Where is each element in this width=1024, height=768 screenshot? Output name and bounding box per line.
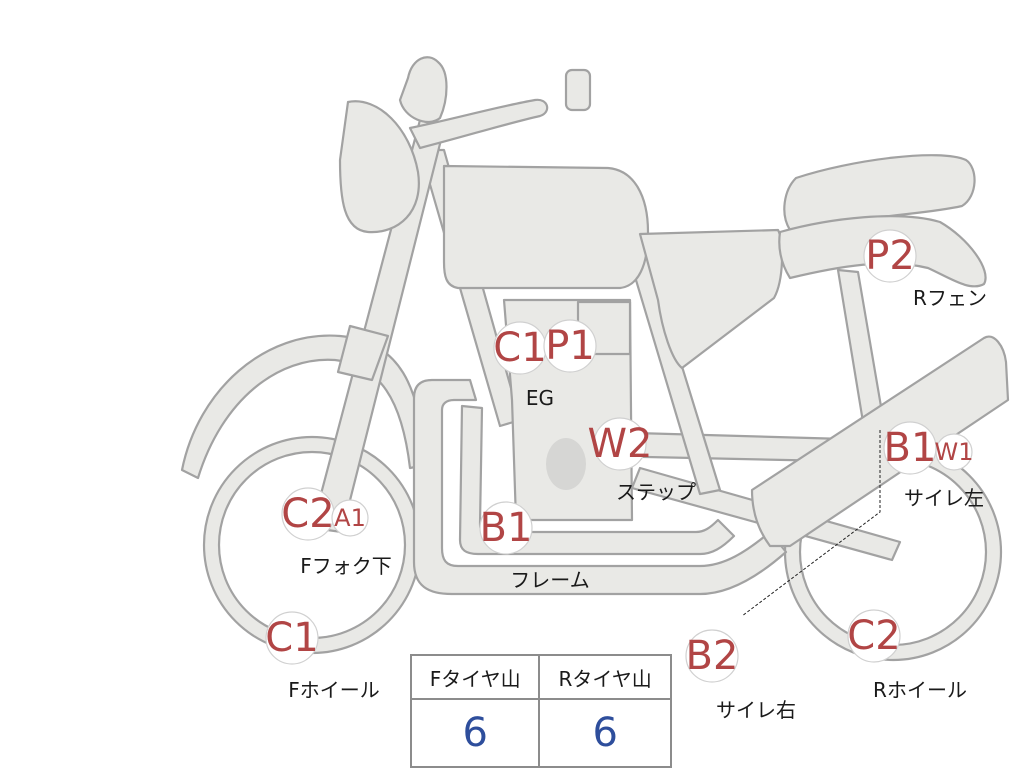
badge-w2-step-circle xyxy=(593,417,647,471)
badge-c2-rwheel-circle xyxy=(847,609,901,663)
f-tire-tread-value: 6 xyxy=(409,698,541,768)
f-tire-tread-header: Fタイヤ山 xyxy=(409,654,541,700)
tire-table-value-row: 6 6 xyxy=(409,698,672,768)
meter xyxy=(564,68,592,112)
badge-b1-frame-circle xyxy=(479,501,533,555)
label-r-wheel: Rホイール xyxy=(873,678,967,702)
badge-b1-frame: B1 xyxy=(480,505,533,551)
label-f-wheel: Fホイール xyxy=(288,678,380,702)
exhaust-pipe xyxy=(412,378,788,596)
badge-p2-rfender-circle xyxy=(863,229,917,283)
seat xyxy=(783,154,976,234)
r-tire-tread-header: Rタイヤ山 xyxy=(538,654,672,700)
badge-group: C1 P1 P2 W2 B1 W1 C2 A1 B1 C1 B2 C2 xyxy=(265,229,974,683)
badge-w1-muffler: W1 xyxy=(935,438,974,466)
badge-p2-rfender: P2 xyxy=(865,233,915,279)
badge-a1-fork: A1 xyxy=(334,504,366,532)
badge-b1-muffler: B1 xyxy=(884,425,937,471)
label-f-fork-lower: Fフォク下 xyxy=(300,554,392,578)
tire-tread-table: Fタイヤ山 Rタイヤ山 6 6 xyxy=(409,654,672,768)
fuel-tank xyxy=(442,164,650,290)
fork-boot xyxy=(336,324,390,382)
label-muffler-right: サイレ右 xyxy=(716,698,796,722)
r-tire-tread-value: 6 xyxy=(538,698,672,768)
badge-p1-eg-circle xyxy=(543,319,597,373)
label-step: ステップ xyxy=(616,480,696,504)
badge-c2-rwheel: C2 xyxy=(847,613,900,659)
badge-w2-step: W2 xyxy=(588,421,653,467)
badge-c1-fwheel-circle xyxy=(265,611,319,665)
badge-a1-fork-circle xyxy=(331,499,369,537)
label-r-fender: Rフェン xyxy=(913,286,987,310)
front-rim xyxy=(217,450,407,640)
label-group: EG Rフェン ステップ サイレ左 Fフォク下 フレーム Fホイール サイレ右 … xyxy=(288,286,987,722)
frame-rear-tube xyxy=(836,268,886,430)
badge-c1-fwheel: C1 xyxy=(265,615,318,661)
badge-p1-eg: P1 xyxy=(545,323,595,369)
muffler-right-leader xyxy=(741,430,881,617)
label-muffler-left: サイレ左 xyxy=(904,486,984,510)
mirror xyxy=(398,56,448,124)
handlebar xyxy=(408,98,549,150)
badge-c1-eg: C1 xyxy=(493,325,546,371)
headlight xyxy=(338,100,420,234)
badge-c2-fork: C2 xyxy=(281,491,334,537)
engine-case xyxy=(546,438,586,490)
badge-b2-muffler-r-circle xyxy=(685,629,739,683)
badge-w1-muffler-circle xyxy=(935,433,973,471)
label-frame: フレーム xyxy=(510,568,589,592)
label-eg: EG xyxy=(526,386,554,410)
badge-b2-muffler-r: B2 xyxy=(686,633,739,679)
tire-table-header-row: Fタイヤ山 Rタイヤ山 xyxy=(409,654,672,700)
